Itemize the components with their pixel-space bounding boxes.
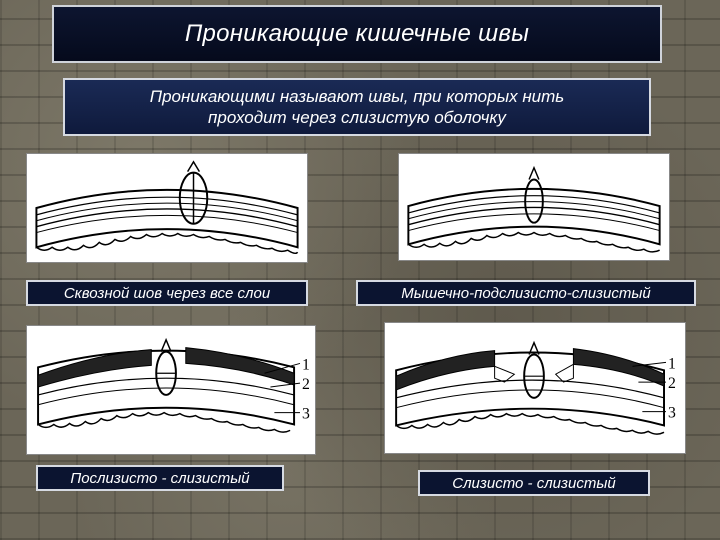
caption-text-3: Послизисто - слизистый [70, 469, 250, 487]
caption-text-2: Мышечно-подслизисто-слизистый [401, 284, 651, 302]
caption-1: Сквозной шов через все слои [26, 280, 308, 306]
suture-diagram-1 [35, 160, 299, 255]
layer-label-1: 1 [302, 356, 310, 373]
caption-3: Послизисто - слизистый [36, 465, 284, 491]
layer-label-3: 3 [668, 405, 676, 422]
title-banner: Проникающие кишечные швы [52, 5, 662, 63]
layer-label-2: 2 [668, 375, 676, 392]
diagram-panel-1 [26, 153, 308, 263]
diagram-panel-2 [398, 153, 670, 261]
suture-diagram-2 [407, 165, 661, 253]
definition-banner: Проникающими называют швы, при которых н… [63, 78, 651, 136]
suture-diagram-3: 1 2 3 [37, 337, 310, 433]
caption-2: Мышечно-подслизисто-слизистый [356, 280, 696, 306]
diagram-panel-4: 1 2 3 [384, 322, 686, 454]
layer-label-3: 3 [302, 406, 310, 423]
caption-4: Слизисто - слизистый [418, 470, 650, 496]
page-title: Проникающие кишечные швы [184, 20, 530, 47]
layer-label-2: 2 [302, 376, 310, 393]
diagram-panel-3: 1 2 3 [26, 325, 316, 455]
definition-text: Проникающими называют швы, при которых н… [149, 87, 565, 127]
caption-text-4: Слизисто - слизистый [452, 474, 616, 492]
suture-diagram-4: 1 2 3 [395, 340, 676, 435]
caption-text-1: Сквозной шов через все слои [63, 284, 271, 302]
layer-label-1: 1 [668, 355, 676, 372]
